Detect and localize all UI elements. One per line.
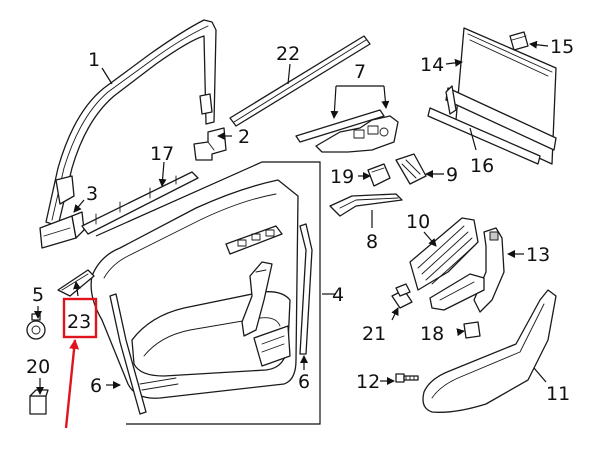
callout-15: 15 (550, 36, 574, 58)
part-3-seal-bracket (39, 211, 85, 249)
part-2-bracket (193, 127, 227, 161)
callout-8: 8 (366, 231, 378, 253)
part-20-clip (29, 389, 49, 415)
callout-18: 18 (420, 323, 444, 345)
part-4-door-trim-panel (90, 161, 321, 425)
callout-22: 22 (276, 43, 300, 65)
part-6-right-seal-strip (299, 223, 313, 355)
callout-20: 20 (26, 356, 50, 378)
callout-2: 2 (238, 126, 250, 148)
part-8-armrest-trim (329, 193, 403, 217)
callout-9: 9 (446, 164, 458, 186)
part-15-clip (509, 31, 529, 51)
callout-3: 3 (86, 183, 98, 205)
callout-19: 19 (330, 166, 354, 188)
part-10-speaker-grille (409, 217, 479, 291)
part-13-inner-bracket (429, 227, 505, 313)
part-22-outer-weatherstrip (229, 35, 371, 127)
callout-11: 11 (546, 383, 570, 405)
part-19-switch (367, 163, 391, 187)
part-9-pad (395, 153, 427, 185)
part-5-clip (26, 313, 46, 340)
callout-6-right: 6 (298, 371, 310, 393)
callout-7: 7 (354, 61, 366, 83)
part-21-switch (391, 283, 413, 309)
callout-16: 16 (470, 155, 494, 177)
part-18-cap (463, 321, 481, 339)
callout-13: 13 (526, 244, 550, 266)
highlight-23 (62, 297, 98, 429)
leader-lines (34, 40, 549, 395)
part-7-switch-trim (295, 109, 399, 153)
callout-4: 4 (332, 284, 344, 306)
callout-14: 14 (420, 54, 444, 76)
callout-21: 21 (362, 323, 386, 345)
callout-12: 12 (356, 371, 380, 393)
part-17-belt-moulding (81, 171, 199, 235)
part-6-left-seal-strip (109, 293, 147, 415)
callout-17: 17 (150, 143, 174, 165)
part-1-window-frame-seal (45, 19, 217, 227)
highlight-box (62, 297, 98, 339)
highlight-arrow (64, 339, 80, 429)
callout-5: 5 (32, 284, 44, 306)
callout-labels: 1 2 3 4 5 6 6 7 8 9 10 11 12 13 14 15 16… (26, 36, 574, 405)
callout-23: 23 (67, 311, 91, 333)
part-12-bolt (395, 373, 419, 383)
part-11-armrest-pad (422, 289, 557, 413)
part-16-guide-rail (427, 107, 541, 165)
callout-1: 1 (88, 49, 100, 71)
callout-6-left: 6 (90, 375, 102, 397)
callout-10: 10 (406, 211, 430, 233)
